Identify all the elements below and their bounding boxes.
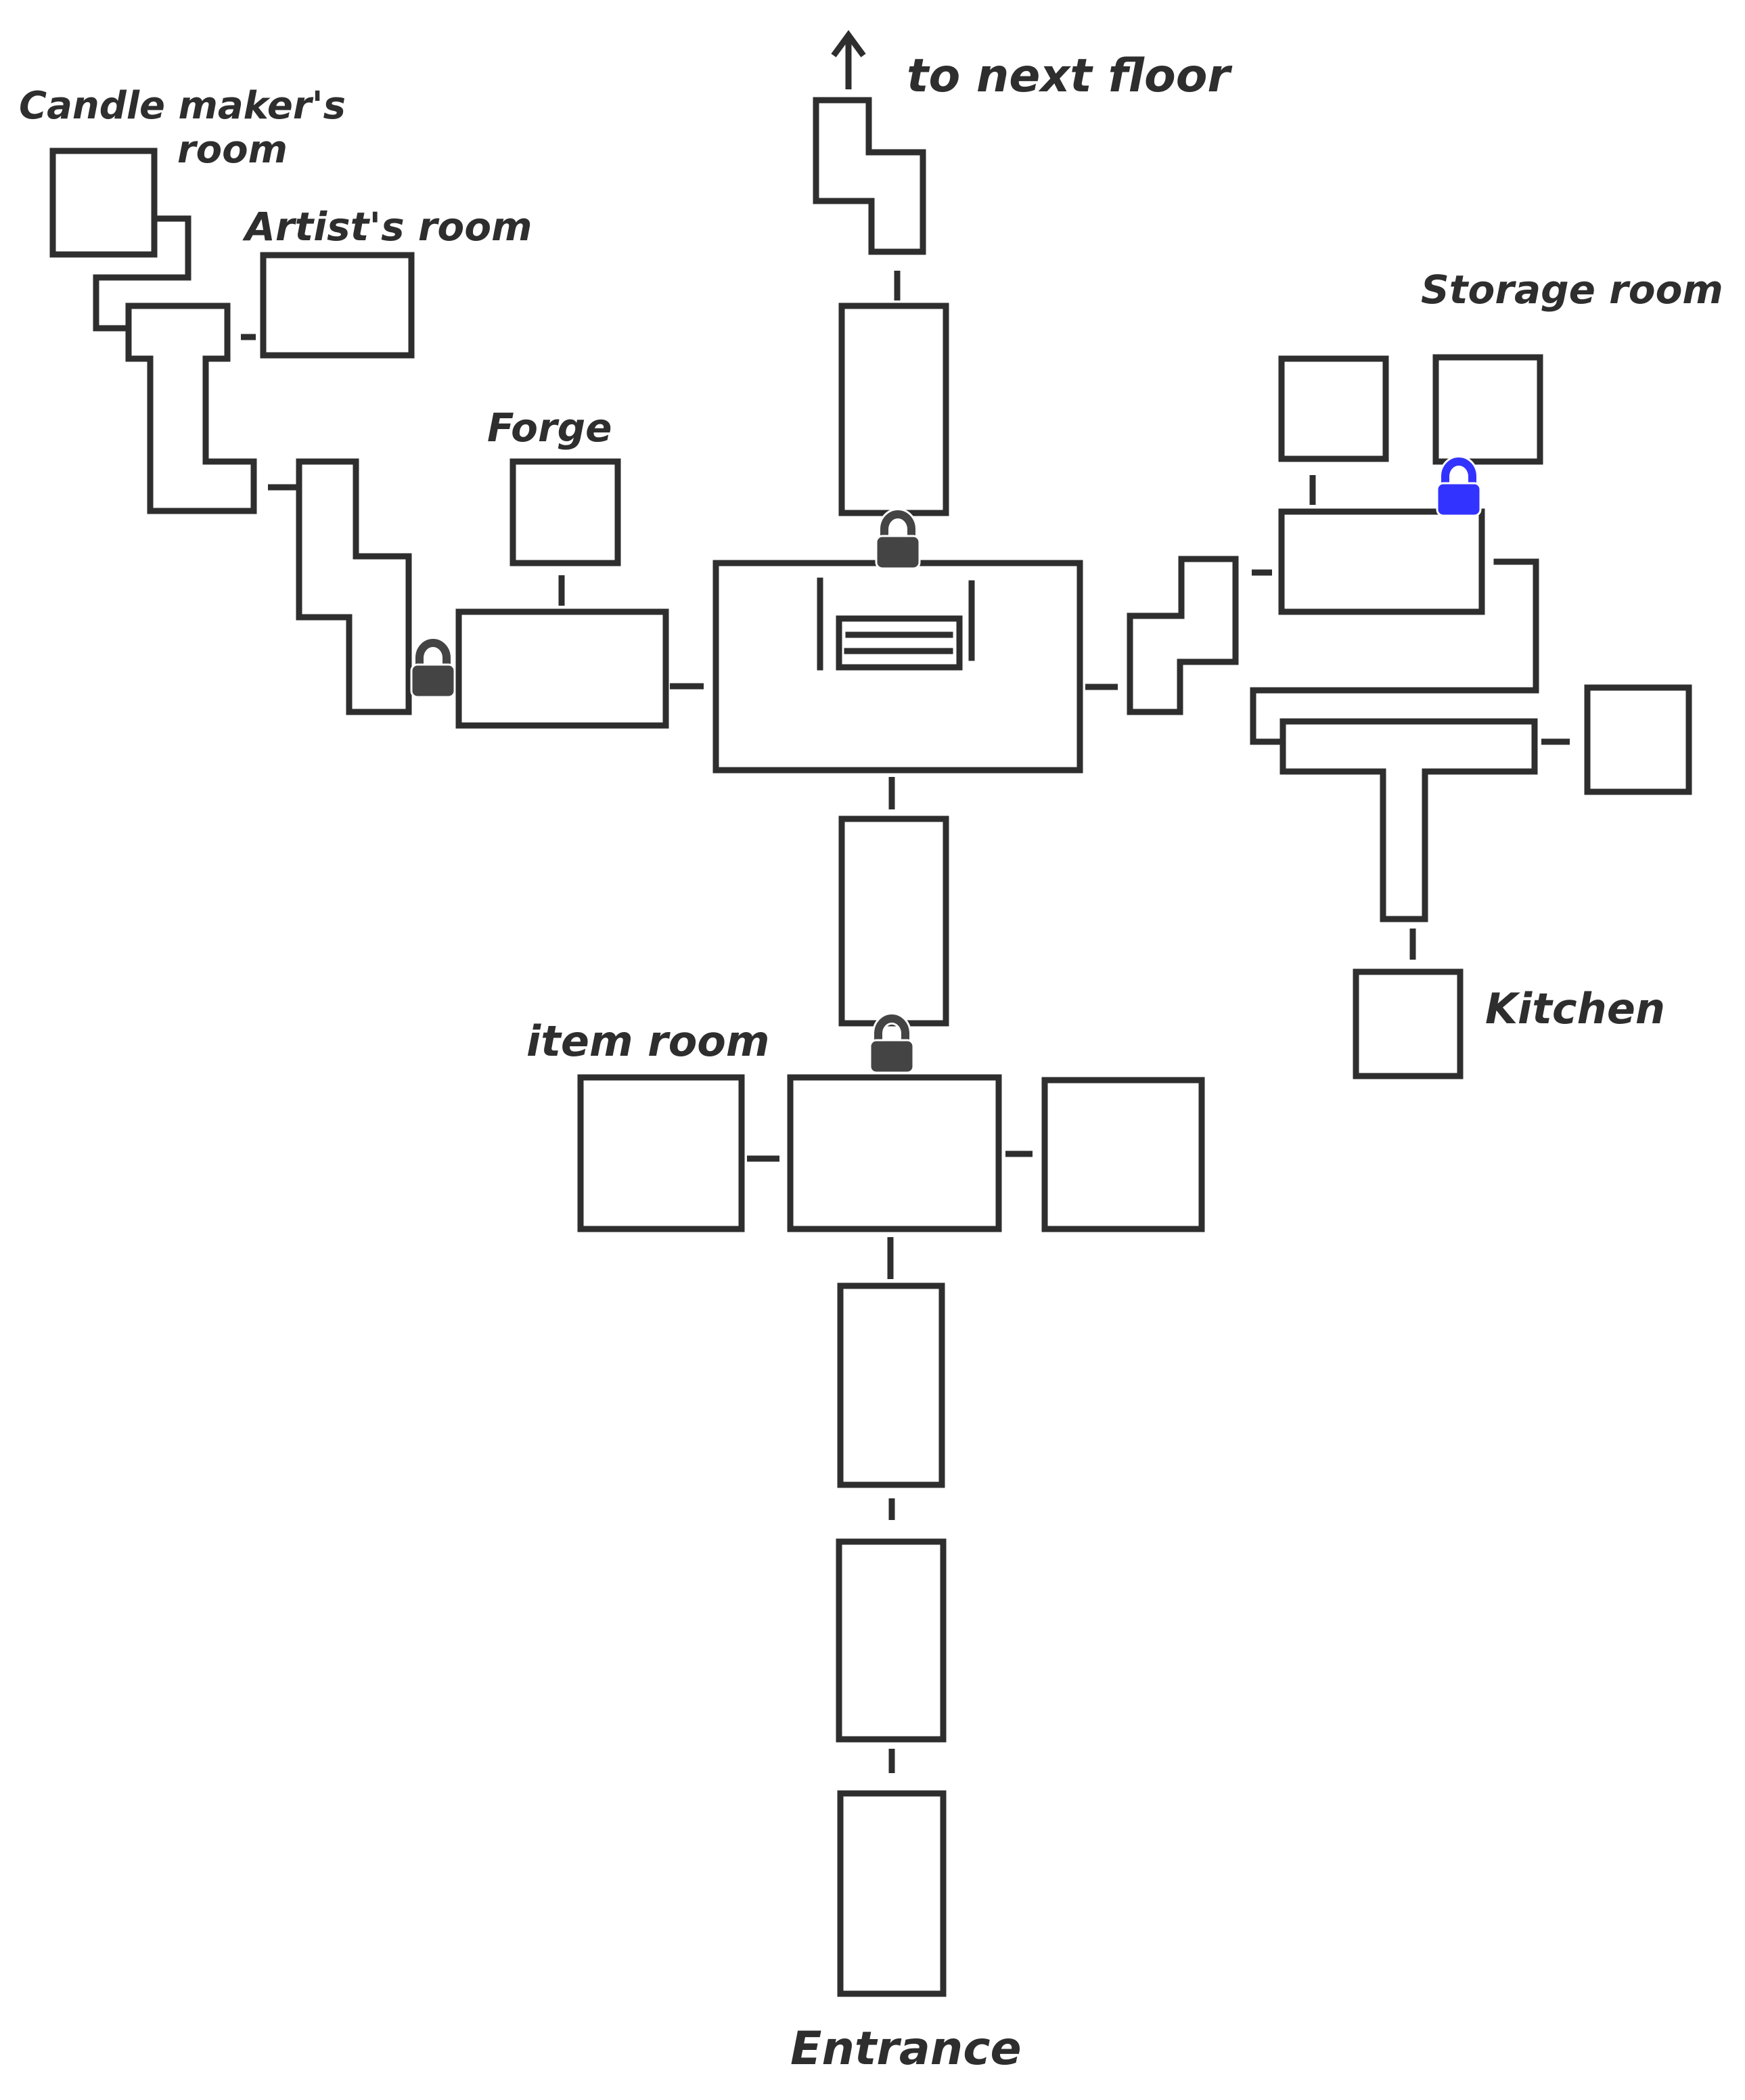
room-storage-room-b[interactable]: Storage room	[1432, 354, 1543, 465]
room-t-corridor-west[interactable]: Corridor	[125, 303, 257, 514]
room-wall	[296, 458, 412, 715]
room-wall	[712, 560, 1083, 774]
next-floor-arrow-icon[interactable]	[831, 30, 866, 89]
room-t-corridor-east[interactable]: Corridor	[1279, 718, 1538, 922]
corridor-wall	[1250, 558, 1539, 745]
room-south-room-3[interactable]: Room	[836, 1538, 947, 1743]
room-wall	[1432, 354, 1543, 465]
label-candle-maker-line2: room	[177, 128, 288, 172]
label-forge: Forge	[487, 405, 612, 451]
room-east-loop-corridor[interactable]: Corridor	[1250, 558, 1539, 745]
room-wall	[1127, 556, 1239, 715]
room-candle-makers-room[interactable]: Candle maker's room	[49, 148, 158, 258]
stairwell-box[interactable]	[836, 615, 963, 671]
stairwell-feature	[817, 577, 975, 671]
label-next-floor: to next floor	[907, 49, 1233, 103]
room-kitchen[interactable]: Kitchen	[1353, 968, 1464, 1079]
room-stair-room[interactable]: Stair corridor	[813, 97, 926, 255]
lock-body	[1436, 482, 1482, 517]
room-wall	[1278, 355, 1389, 462]
label-entrance: Entrance	[790, 2022, 1022, 2076]
label-storage-room: Storage room	[1421, 267, 1723, 313]
locks-layer	[410, 455, 1482, 1074]
room-entrance-room[interactable]: Entrance	[837, 1790, 947, 1997]
room-wall	[836, 1538, 947, 1743]
room-s-corridor-west[interactable]: Corridor	[296, 458, 412, 715]
room-wall	[1278, 508, 1485, 615]
room-wall	[1279, 718, 1538, 922]
label-candle-maker-line1: Candle maker's	[19, 84, 346, 128]
room-south-room-1[interactable]: Room	[838, 816, 949, 1027]
room-wall	[1041, 1077, 1205, 1232]
room-artists-room[interactable]: Artist's room	[260, 252, 415, 359]
room-crossroads-room[interactable]: Room	[787, 1074, 1002, 1232]
room-wall	[787, 1074, 1002, 1232]
lock-shackle	[1441, 457, 1476, 486]
room-wall	[125, 303, 257, 514]
lock-body	[875, 535, 921, 570]
room-wall	[509, 458, 621, 566]
room-forge-hall[interactable]: Hall	[455, 608, 669, 729]
doors-layer	[241, 271, 1570, 1773]
room-item-room[interactable]: Item room	[577, 1074, 745, 1232]
room-south-room-2[interactable]: Room	[837, 1282, 945, 1488]
room-wall	[455, 608, 669, 729]
room-forge[interactable]: Forge	[509, 458, 621, 566]
room-wall	[813, 97, 926, 255]
room-wall	[838, 816, 949, 1027]
room-wall	[838, 303, 949, 516]
room-east-wing-room[interactable]: Room	[1041, 1077, 1205, 1232]
arrow-head	[831, 30, 866, 58]
room-wall	[1353, 968, 1464, 1079]
room-s-corridor-east[interactable]: Corridor	[1127, 556, 1239, 715]
lock-shackle	[874, 1014, 909, 1043]
labels-layer: Candle maker's room Artist's room Forge …	[19, 49, 1723, 2076]
lock-shackle	[880, 510, 915, 539]
lock-shackle	[415, 639, 451, 667]
label-kitchen: Kitchen	[1485, 984, 1665, 1033]
room-central-hall[interactable]: Central hall	[712, 560, 1083, 774]
room-wall	[837, 1790, 947, 1997]
rooms-layer: Candle maker's roomCorridorArtist's room…	[49, 97, 1692, 1997]
room-north-room[interactable]: Room	[838, 303, 949, 516]
room-wall	[49, 148, 158, 258]
room-east-side-room[interactable]: Room	[1584, 684, 1692, 795]
lock-icon[interactable]	[875, 508, 921, 570]
room-candle-corridor[interactable]: Corridor	[93, 215, 191, 332]
room-wall	[260, 252, 415, 359]
lock-icon[interactable]	[869, 1012, 915, 1074]
lock-body	[869, 1039, 915, 1074]
room-wall	[1584, 684, 1692, 795]
room-east-hall[interactable]: Hall	[1278, 508, 1485, 615]
lock-body	[410, 663, 456, 698]
lock-icon[interactable]	[1436, 455, 1482, 517]
room-wall	[577, 1074, 745, 1232]
room-storage-room-a[interactable]: Storage room	[1278, 355, 1389, 462]
label-item-room: item room	[526, 1017, 770, 1066]
lock-icon[interactable]	[410, 637, 456, 698]
corridor-wall	[93, 215, 191, 332]
room-wall	[837, 1282, 945, 1488]
label-artists-room: Artist's room	[242, 204, 532, 250]
